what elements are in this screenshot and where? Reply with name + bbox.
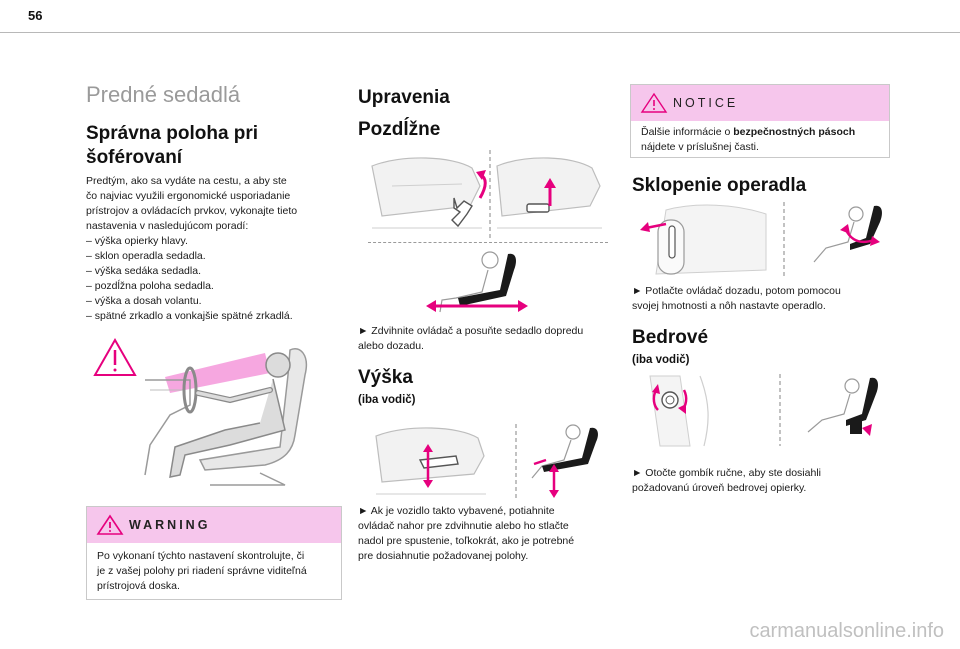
intro-line: – výška sedáka sedadla. bbox=[86, 265, 201, 277]
section-title: Predné sedadlá bbox=[86, 82, 241, 107]
intro-line: nastavenia v nasledujúcom poradí: bbox=[86, 220, 249, 232]
backrest-text: ► Potlačte ovládač dozadu, potom pomocou… bbox=[632, 284, 890, 314]
backrest-line: ► Potlačte ovládač dozadu, potom pomocou bbox=[632, 285, 841, 297]
header-rule bbox=[0, 32, 960, 33]
adjustments-heading: Upravenia bbox=[358, 87, 450, 108]
height-line: ovládač nahor pre zdvihnutie alebo ho st… bbox=[358, 520, 569, 532]
intro-line: Predtým, ako sa vydáte na cestu, a aby s… bbox=[86, 175, 287, 187]
notice-label: NOTICE bbox=[673, 96, 739, 110]
lumbar-heading: Bedrové bbox=[632, 327, 709, 348]
intro-line: – sklon operadla sedadla. bbox=[86, 250, 206, 262]
height-adjust-illustration bbox=[368, 420, 608, 502]
left-heading-line2: šoférovaní bbox=[86, 147, 183, 168]
intro-line: čo najviac využili ergonomické usporiada… bbox=[86, 190, 291, 202]
longitudinal-line: ► Zdvihnite ovládač a posuňte sedadlo do… bbox=[358, 325, 584, 337]
driving-position-illustration bbox=[90, 335, 340, 495]
height-line: ► Ak je vozidlo takto vybavené, potiahni… bbox=[358, 505, 555, 517]
warning-box-header: WARNING bbox=[87, 507, 341, 543]
intro-line: prístrojov a ovládacích prvkov, vykonajt… bbox=[86, 205, 298, 217]
longitudinal-text: ► Zdvihnite ovládač a posuňte sedadlo do… bbox=[358, 324, 608, 354]
left-heading: Správna poloha pri šoférovaní bbox=[86, 122, 258, 170]
backrest-tilt-illustration bbox=[636, 200, 888, 280]
warning-triangle-icon bbox=[93, 337, 137, 376]
notice-prefix: Ďalšie informácie o bbox=[641, 126, 734, 138]
warning-text: Po vykonaní týchto nastavení skontrolujt… bbox=[87, 543, 341, 600]
warning-line: je z vašej polohy pri riadení správne vi… bbox=[97, 565, 307, 577]
notice-box: NOTICE Ďalšie informácie o bezpečnostnýc… bbox=[630, 84, 890, 158]
height-text: ► Ak je vozidlo takto vybavené, potiahni… bbox=[358, 504, 608, 564]
seat-slide-illustration bbox=[420, 248, 530, 316]
warning-triangle-icon bbox=[640, 92, 668, 113]
longitudinal-heading: Pozdĺžne bbox=[358, 119, 441, 140]
intro-line: – výška opierky hlavy. bbox=[86, 235, 188, 247]
notice-bold-link: bezpečnostných pásoch bbox=[733, 126, 856, 138]
height-line: pre dosiahnutie požadovanej polohy. bbox=[358, 550, 529, 562]
warning-box: WARNING Po vykonaní týchto nastavení sko… bbox=[86, 506, 342, 600]
intro-line: – pozdĺžna poloha sedadla. bbox=[86, 280, 214, 292]
lumbar-knob-illustration bbox=[640, 372, 888, 448]
left-heading-line1: Správna poloha pri bbox=[86, 123, 259, 144]
lumbar-line: požadovanú úroveň bedrovej opierky. bbox=[632, 482, 807, 494]
lumbar-text: ► Otočte gombík ručne, aby ste dosiahli … bbox=[632, 466, 890, 496]
watermark: carmanualsonline.info bbox=[749, 620, 944, 642]
backrest-heading: Sklopenie operadla bbox=[632, 175, 807, 196]
backrest-line: svojej hmotnosti a nôh nastavte operadlo… bbox=[632, 300, 826, 312]
lumbar-note: (iba vodič) bbox=[632, 354, 690, 366]
intro-line: – spätné zrkadlo a vonkajšie spätné zrka… bbox=[86, 310, 293, 322]
left-intro: Predtým, ako sa vydáte na cestu, a aby s… bbox=[86, 174, 336, 324]
lumbar-line: ► Otočte gombík ručne, aby ste dosiahli bbox=[632, 467, 821, 479]
page-number: 56 bbox=[28, 8, 43, 23]
intro-line: – výška a dosah volantu. bbox=[86, 295, 202, 307]
warning-line: prístrojová doska. bbox=[97, 580, 180, 592]
warning-triangle-icon bbox=[96, 514, 124, 535]
warning-label: WARNING bbox=[129, 518, 211, 532]
notice-text: Ďalšie informácie o bezpečnostných pásoc… bbox=[631, 121, 889, 161]
notice-line1: Ďalšie informácie o bezpečnostných pásoc… bbox=[641, 125, 879, 140]
dashed-divider bbox=[368, 242, 608, 243]
notice-box-header: NOTICE bbox=[631, 85, 889, 121]
warning-line: Po vykonaní týchto nastavení skontrolujt… bbox=[97, 550, 305, 562]
height-line: nadol pre spustenie, toľkokrát, ako je p… bbox=[358, 535, 575, 547]
longitudinal-seat-illustration bbox=[362, 146, 606, 242]
longitudinal-line: alebo dozadu. bbox=[358, 340, 424, 352]
height-note: (iba vodič) bbox=[358, 394, 416, 406]
height-heading: Výška bbox=[358, 367, 413, 388]
notice-line2: nájdete v príslušnej časti. bbox=[641, 141, 759, 153]
